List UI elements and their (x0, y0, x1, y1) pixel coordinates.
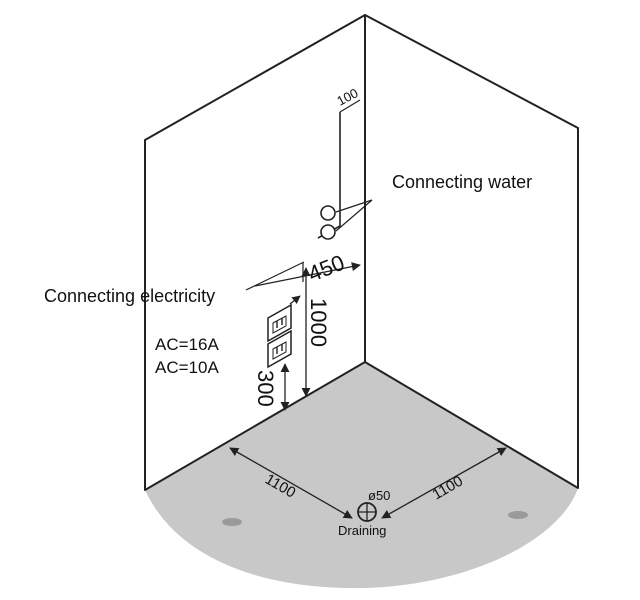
drain-diameter-label: ø50 (368, 488, 390, 503)
socket-lower (267, 329, 292, 369)
drain-icon (357, 502, 377, 522)
electricity-leader (245, 261, 305, 291)
tray-foot-right (508, 511, 528, 519)
draining-label: Draining (338, 523, 386, 538)
ac-16-label: AC=16A (155, 335, 219, 354)
ac-10-label: AC=10A (155, 358, 219, 377)
tray-foot-left (222, 518, 242, 526)
left-wall-length-line (229, 447, 353, 519)
connecting-electricity-label: Connecting electricity (44, 286, 215, 306)
socket-height-label: 300 (253, 370, 278, 407)
right-wall-length-line (381, 447, 507, 519)
electricity-leader-drop (289, 295, 301, 305)
pipe-offset-tick (339, 99, 361, 113)
water-leader-2 (335, 199, 373, 232)
connecting-water-label: Connecting water (392, 172, 532, 192)
socket-upper (267, 303, 292, 343)
water-connector-bottom (320, 224, 336, 240)
water-connector-top (320, 205, 336, 221)
shower-tray-floor (145, 362, 578, 589)
water-leader-1 (335, 199, 373, 213)
right-wall (364, 14, 579, 489)
outlet-height-label: 1000 (306, 298, 331, 347)
